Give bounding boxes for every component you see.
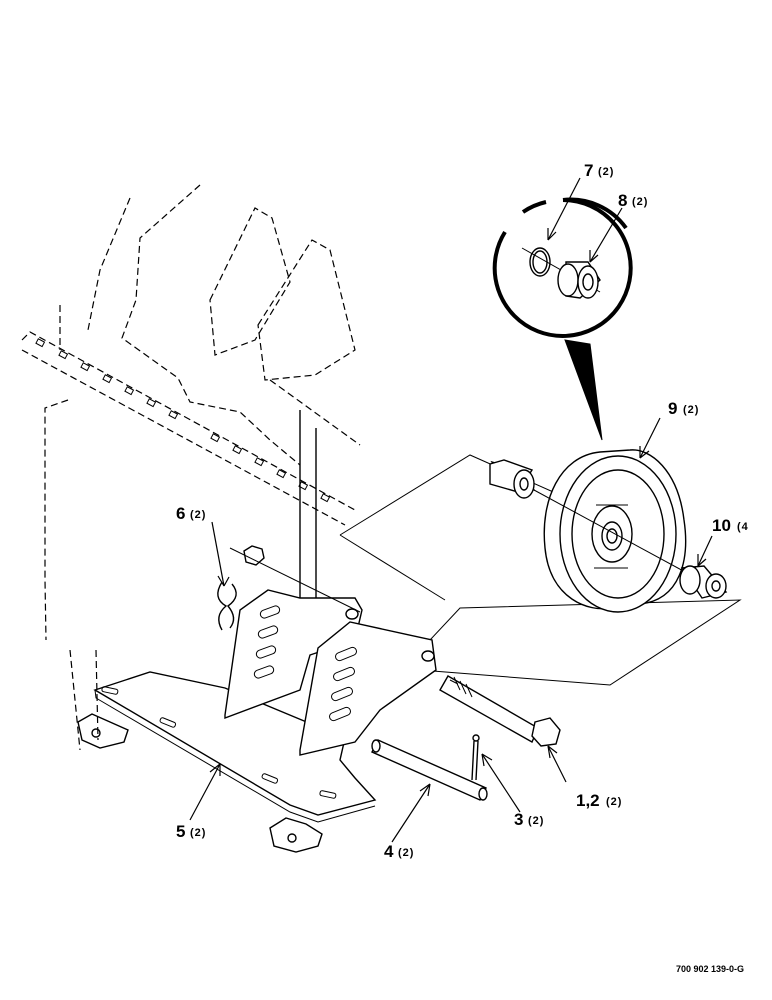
callout-7-number: 7	[584, 161, 593, 180]
callout-10: 10 (4	[712, 516, 749, 535]
base-plate	[93, 671, 377, 823]
bracket-clips	[77, 713, 323, 853]
callout-5-qty: (2)	[190, 827, 206, 839]
callout-6-qty: (2)	[190, 509, 206, 521]
bushing-front	[679, 565, 728, 599]
cotter-pin	[471, 734, 480, 781]
callout-4-number: 4	[384, 842, 394, 861]
mount-bracket-front	[299, 621, 437, 756]
callout-1-2: 1,2 (2)	[576, 791, 622, 810]
hair-pin	[217, 581, 237, 631]
callout-8: 8 (2)	[618, 191, 648, 210]
callout-6-number: 6	[176, 504, 185, 523]
callout-7: 7 (2)	[584, 161, 614, 180]
callout-3-number: 3	[514, 810, 523, 829]
callout-5: 5 (2)	[176, 822, 206, 841]
callout-9: 9 (2)	[668, 399, 699, 418]
slotted-rail	[21, 331, 356, 526]
callout-8-qty: (2)	[632, 196, 648, 208]
callout-4-qty: (2)	[398, 847, 414, 859]
bushing-rear	[489, 459, 536, 499]
hex-nut	[243, 545, 265, 566]
callout-9-qty: (2)	[683, 404, 699, 416]
callout-1-2-number: 1,2	[576, 791, 600, 810]
support-post	[299, 410, 317, 600]
mount-bracket-rear	[224, 589, 363, 720]
bolt	[439, 675, 561, 747]
callout-8-number: 8	[618, 191, 627, 210]
wheel	[543, 449, 687, 613]
leader-arrows	[189, 177, 713, 843]
nut-axis-line	[229, 547, 361, 613]
callout-10-number: 10	[712, 516, 731, 535]
callout-10-qty: (4	[737, 521, 749, 533]
callout-4: 4 (2)	[384, 842, 414, 861]
callout-5-number: 5	[176, 822, 185, 841]
callout-3-qty: (2)	[528, 815, 544, 827]
frame-outline	[44, 184, 361, 751]
pin	[371, 739, 488, 801]
reference-code: 700 902 139-0-G	[676, 964, 744, 974]
callout-6: 6 (2)	[176, 504, 206, 523]
callout-3: 3 (2)	[514, 810, 544, 829]
detail-bubble	[492, 197, 633, 441]
callout-7-qty: (2)	[598, 166, 614, 178]
wheel-axis-line	[533, 489, 701, 581]
callout-9-number: 9	[668, 399, 677, 418]
callout-1-2-qty: (2)	[606, 796, 622, 808]
